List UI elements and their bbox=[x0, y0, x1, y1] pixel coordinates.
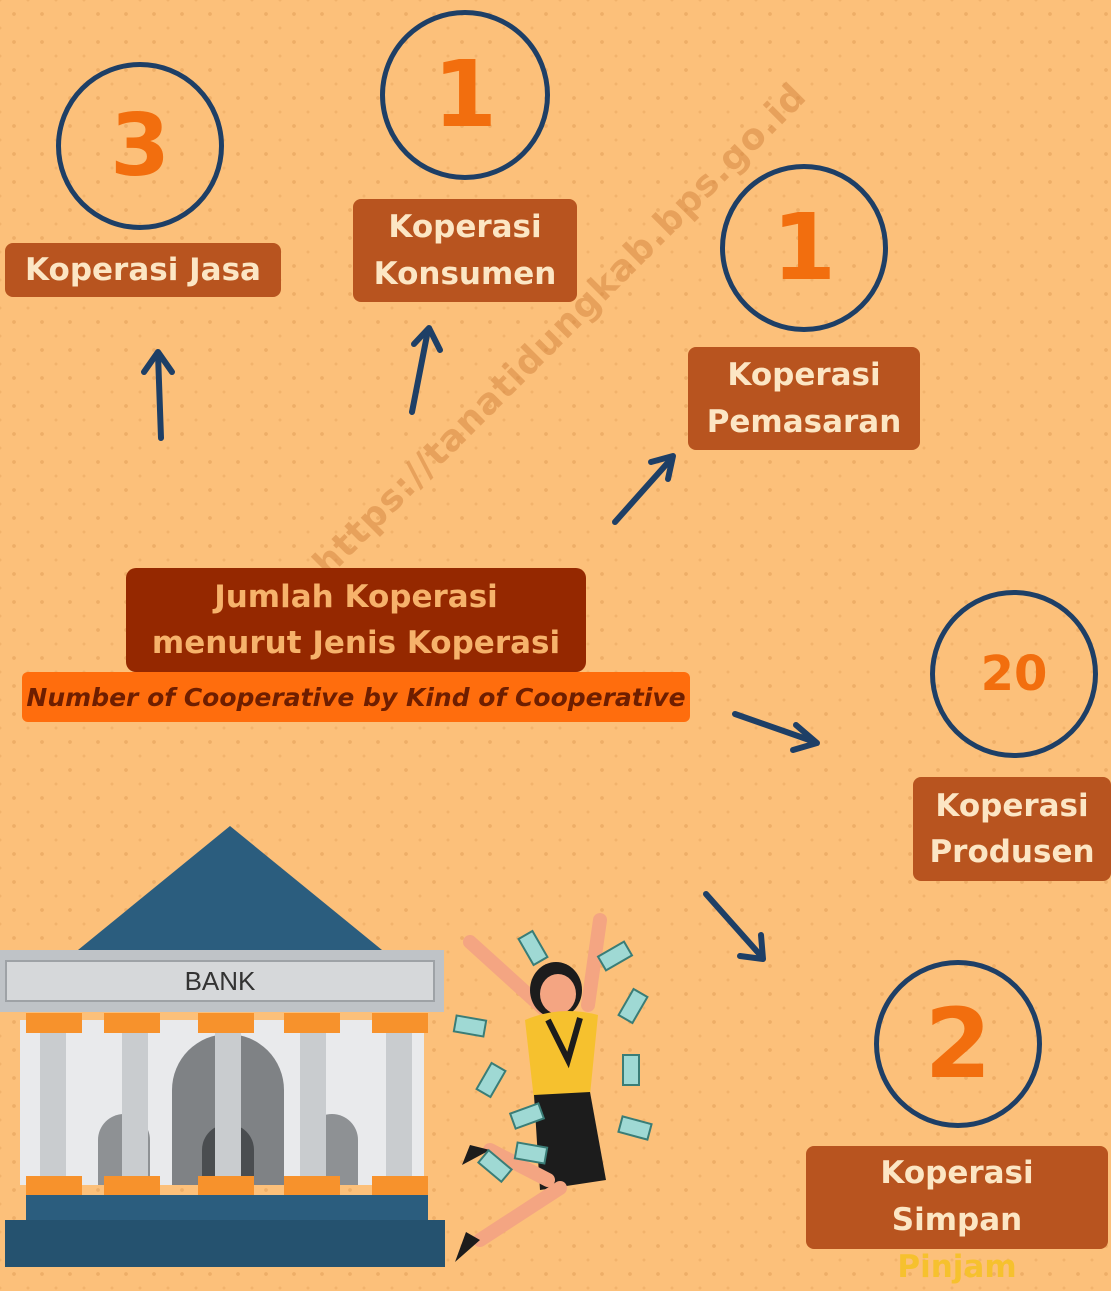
label-line: Koperasi bbox=[388, 209, 542, 245]
arrow-up-jasa bbox=[141, 349, 175, 441]
woman-blouse bbox=[525, 1011, 598, 1100]
count-circle-jasa: 3 bbox=[56, 62, 224, 230]
bank-columns bbox=[40, 1030, 412, 1180]
arrow-up-konsumen bbox=[409, 325, 443, 415]
label-line: Koperasi Jasa bbox=[25, 251, 261, 288]
count-circle-pemasaran: 1 bbox=[720, 164, 888, 332]
label-koperasi-pemasaran: Koperasi Pemasaran bbox=[688, 347, 920, 450]
count-pemasaran: 1 bbox=[771, 194, 836, 301]
bank-sign-text: BANK bbox=[184, 965, 256, 996]
label-koperasi-jasa: Koperasi Jasa bbox=[5, 243, 281, 297]
title-line-2: menurut Jenis Koperasi bbox=[151, 625, 561, 661]
bank-roof bbox=[78, 826, 382, 950]
arrow-right-produsen bbox=[732, 711, 820, 753]
money-bills bbox=[452, 929, 653, 1184]
label-koperasi-konsumen: Koperasi Konsumen bbox=[353, 199, 577, 302]
woman-shoe bbox=[462, 1145, 490, 1165]
subtitle-english: Number of Cooperative by Kind of Coopera… bbox=[22, 672, 690, 722]
label-line: Konsumen bbox=[373, 255, 557, 292]
woman-skirt bbox=[534, 1092, 606, 1190]
count-circle-konsumen: 1 bbox=[380, 10, 550, 180]
woman-right-leg bbox=[473, 1181, 567, 1247]
label-line: Koperasi bbox=[880, 1155, 1034, 1191]
woman-shoe bbox=[455, 1232, 480, 1262]
label-line: Koperasi bbox=[727, 357, 881, 393]
main-title: Jumlah Koperasi menurut Jenis Koperasi bbox=[126, 568, 586, 672]
arrow-down-simpan-pinjam bbox=[703, 891, 766, 962]
bank-base bbox=[5, 1220, 445, 1267]
bank-column-caps bbox=[26, 1013, 428, 1196]
arrow-up-pemasaran bbox=[612, 453, 676, 525]
count-konsumen: 1 bbox=[432, 41, 497, 148]
woman-face bbox=[540, 974, 576, 1014]
label-koperasi-produsen: Koperasi Produsen bbox=[913, 777, 1111, 881]
bank-sign-inner bbox=[5, 960, 435, 1002]
title-line-1: Jumlah Koperasi bbox=[214, 578, 498, 615]
label-line: Produsen bbox=[929, 834, 1095, 870]
count-circle-simpan-pinjam: 2 bbox=[874, 960, 1042, 1128]
count-jasa: 3 bbox=[110, 96, 170, 196]
bank-step bbox=[26, 1195, 428, 1221]
count-produsen: 20 bbox=[980, 646, 1048, 702]
subtitle-text: Number of Cooperative by Kind of Coopera… bbox=[26, 682, 686, 712]
woman-scarf bbox=[545, 1017, 583, 1069]
woman-left-leg bbox=[483, 1143, 555, 1187]
label-line: Simpan bbox=[891, 1201, 1023, 1238]
label-line: Koperasi bbox=[935, 787, 1089, 824]
count-simpan-pinjam: 2 bbox=[924, 988, 992, 1100]
label-line: Pemasaran bbox=[706, 403, 902, 440]
woman-right-arm bbox=[581, 913, 607, 1012]
count-circle-produsen: 20 bbox=[930, 590, 1098, 758]
